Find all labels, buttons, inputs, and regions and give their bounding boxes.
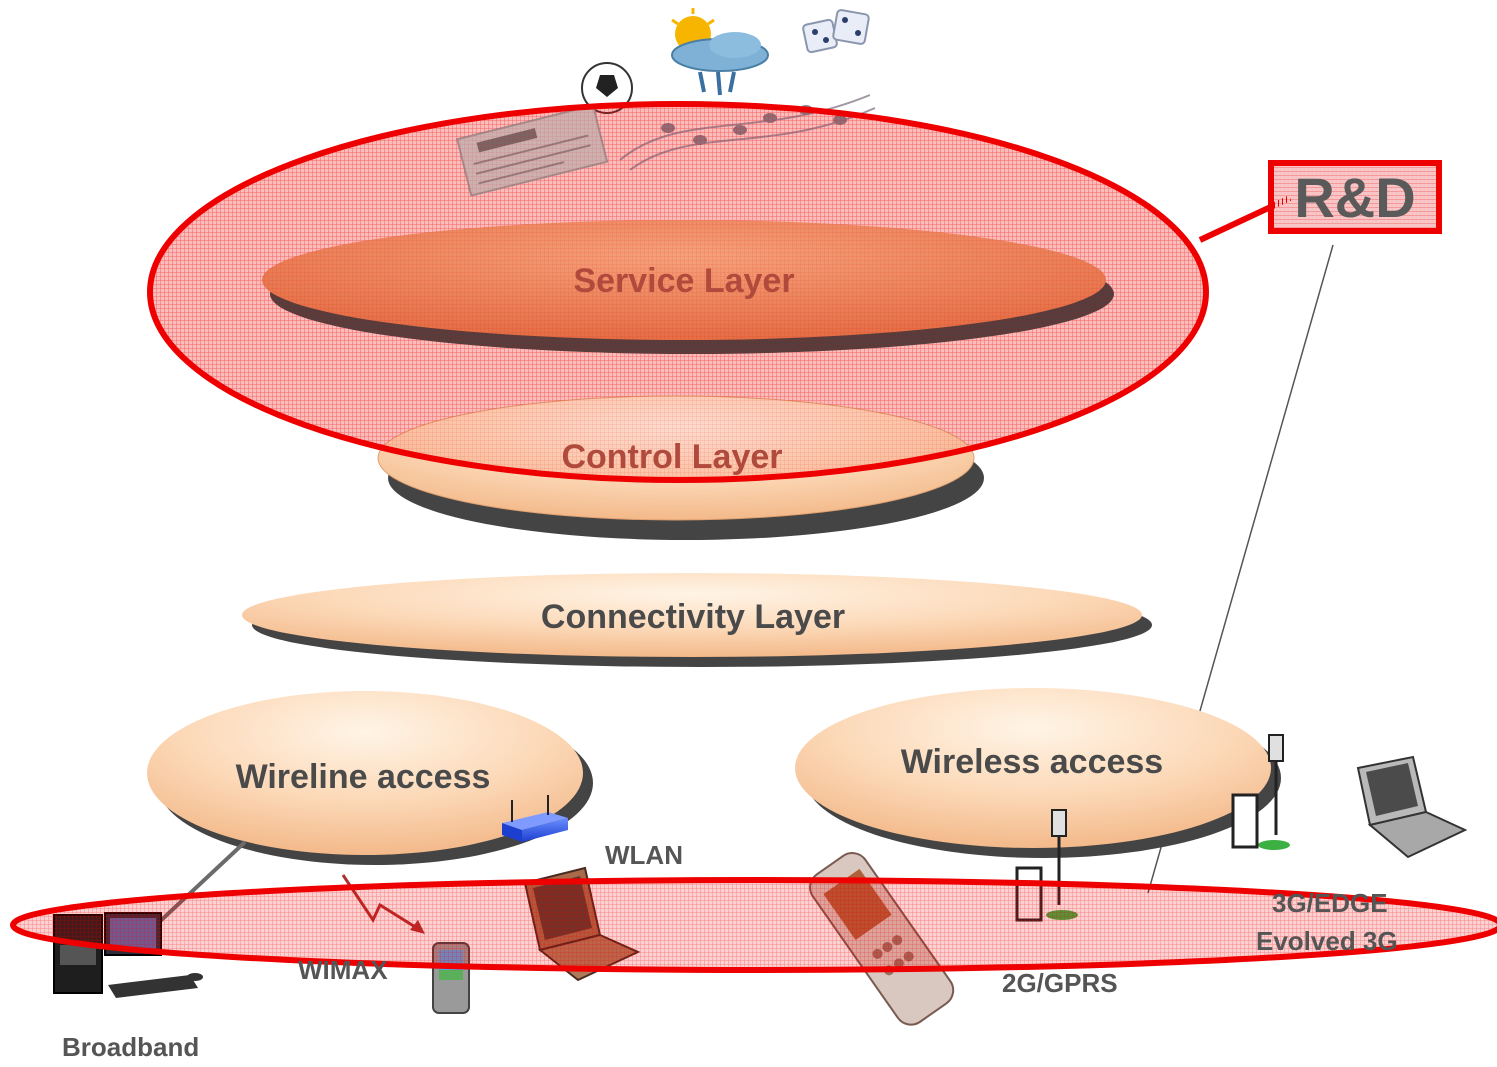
rd-label: R&D	[1294, 165, 1416, 229]
broadband-label: Broadband	[62, 1032, 200, 1062]
connectivity-layer-disc	[242, 573, 1142, 657]
wireless-access-bubble	[795, 688, 1271, 848]
rd-bottom-highlight-ellipse	[10, 877, 1497, 973]
control-layer-label: Control Layer	[561, 438, 783, 476]
connectivity-layer-label: Connectivity Layer	[540, 598, 846, 636]
dice-icon	[802, 9, 870, 54]
rd-highlight-outline	[147, 101, 1209, 483]
laptop-icon	[1356, 755, 1468, 859]
router-icon	[502, 795, 568, 842]
wireline-access-label: Wireline access	[235, 758, 491, 796]
wireless-access-label: Wireless access	[900, 743, 1164, 781]
sun-cloud-icon	[671, 8, 769, 96]
wlan-label: WLAN	[605, 840, 683, 870]
soccer-ball-icon	[581, 62, 633, 114]
service-layer-label: Service Layer	[573, 262, 795, 300]
base-station-icon	[1231, 734, 1290, 850]
rd-highlight-box: R&D	[1268, 160, 1442, 234]
edge-label-line1: 3G/EDGE	[1272, 888, 1388, 918]
edge-label-line2: Evolved 3G	[1256, 926, 1398, 956]
rd-highlight-overlay	[150, 104, 1206, 480]
wireline-access-bubble	[147, 691, 583, 855]
gprs-label: 2G/GPRS	[1002, 968, 1118, 998]
wimax-label: WIMAX	[298, 955, 388, 985]
